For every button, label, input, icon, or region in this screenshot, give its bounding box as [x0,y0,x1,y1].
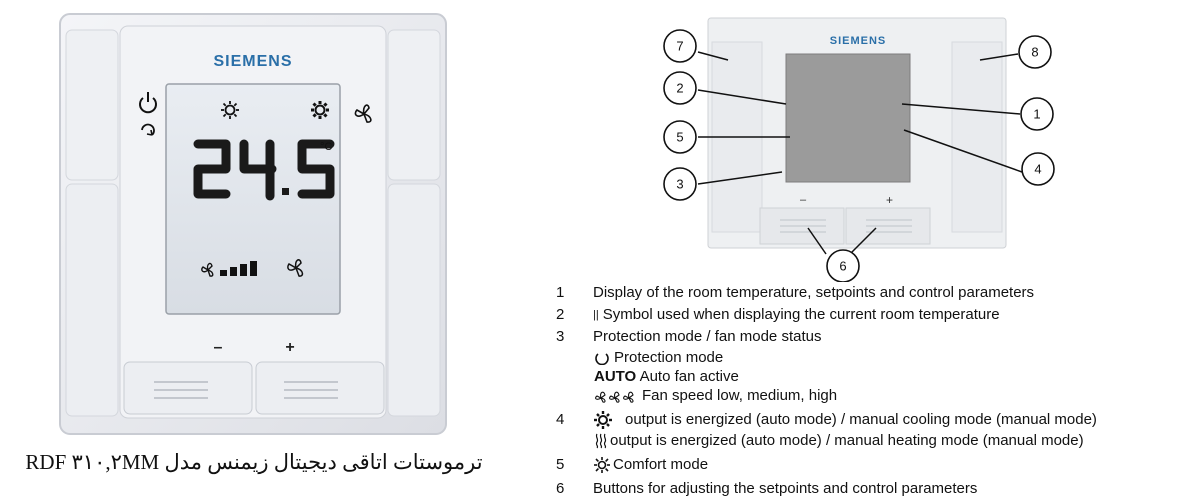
plus-button[interactable] [255,361,385,415]
svg-text:3: 3 [676,177,683,192]
wind-symbol-icon: || [593,309,599,321]
callout-8: 8 [1018,35,1052,69]
diagram-brand: SIEMENS [830,35,887,47]
sun-icon [221,101,239,119]
comfort-icon [594,457,610,474]
svg-text:1: 1 [1033,107,1040,122]
callout-2: 2 [663,71,697,105]
legend-item-4: 4 output is energized (auto mode) / manu… [556,411,1097,430]
legend-item-2: 2 ||Symbol used when displaying the curr… [556,304,1196,326]
unit-label: °C [320,141,332,153]
legend-item-3: 3 Protection mode / fan mode status [556,328,822,345]
legend-list: 1 Display of the room temperature, setpo… [556,282,1196,500]
callout-5: 5 [663,120,697,154]
legend-item-1: 1 Display of the room temperature, setpo… [556,284,1035,301]
fan-icon [354,104,372,123]
thermostat-photo: SIEMENS [59,13,447,435]
legend-subitem-fan-speed: Fan speed low, medium, high [556,386,1196,405]
cooling-icon [311,101,329,119]
power-icon [139,92,157,114]
legend-subitem-heating: output is energized (auto mode) / manual… [556,431,1196,450]
fan-auto-icon [287,259,304,277]
temperature-readout [193,139,335,201]
product-caption: ترموستات اتاقی دیجیتال زیمنس مدل RDF ۳۱۰… [25,450,483,474]
svg-text:2: 2 [676,81,683,96]
callout-4: 4 [1021,152,1055,186]
fan-speed-icon [595,391,634,403]
minus-button[interactable] [123,361,253,415]
legend-subitem-auto: AUTO Auto fan active [594,368,739,385]
legend-item-6: 6 Buttons for adjusting the setpoints an… [556,480,978,497]
diagram-minus: – [800,194,807,206]
diagram-plus-button [845,207,931,245]
minus-label: – [214,339,223,356]
diagram-minus-button [759,207,845,245]
cooling-symbol-icon [594,411,612,430]
brand-logo: SIEMENS [213,53,292,70]
rotate-icon [141,123,155,136]
callout-6: 6 [826,249,860,282]
callout-7: 7 [663,29,697,63]
svg-text:4: 4 [1034,162,1041,177]
svg-text:5: 5 [676,130,683,145]
callout-3: 3 [663,167,697,201]
plus-label: + [285,339,294,356]
legend-item-5: 5 Comfort mode [556,456,709,474]
thermostat-diagram: SIEMENS – + 7 8 2 1 5 4 3 6 [663,17,1055,282]
fan-speed-bars-icon [201,261,257,277]
diagram-lcd [785,53,911,183]
diagram-plus: + [886,193,893,207]
svg-text:8: 8 [1031,45,1038,60]
legend-subitem-protection: Protection mode [556,348,1196,367]
svg-text:7: 7 [676,39,683,54]
svg-text:6: 6 [839,259,846,274]
heating-icon [595,433,607,449]
callout-1: 1 [1020,97,1054,131]
protection-icon [595,353,609,366]
lcd-display [165,83,341,315]
